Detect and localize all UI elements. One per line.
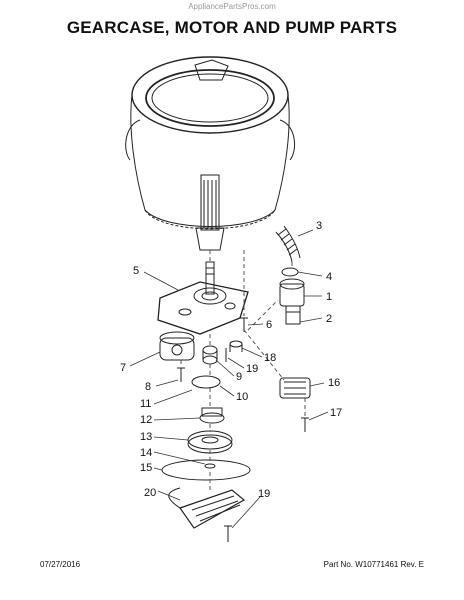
tub-assembly xyxy=(125,56,296,251)
callout-18: 18 xyxy=(264,352,276,364)
callout-14: 14 xyxy=(140,447,152,459)
callout-3: 3 xyxy=(316,220,322,232)
callout-8: 8 xyxy=(145,381,151,393)
watermark: AppliancePartsPros.com xyxy=(188,2,276,11)
callout-4: 4 xyxy=(326,271,332,283)
screw-6 xyxy=(240,317,248,332)
callout-9: 9 xyxy=(236,371,242,383)
callout-6: 6 xyxy=(266,319,272,331)
screw-18 xyxy=(229,340,243,352)
drive-motor xyxy=(159,331,195,361)
callout-10: 10 xyxy=(236,391,248,403)
callout-12: 12 xyxy=(140,414,152,426)
screw-19b xyxy=(224,525,232,542)
gearcase xyxy=(157,261,249,335)
belt-ring xyxy=(191,375,221,389)
pulley xyxy=(187,430,233,454)
shift-actuator xyxy=(279,377,311,399)
page-title: GEARCASE, MOTOR AND PUMP PARTS xyxy=(66,18,398,37)
drain-hose xyxy=(275,225,301,263)
coupling xyxy=(202,345,218,365)
screw-17 xyxy=(301,417,309,432)
clamp-12 xyxy=(199,412,225,424)
washer xyxy=(204,463,216,469)
screw-8 xyxy=(177,367,185,382)
base-plate xyxy=(168,487,246,529)
callout-7: 7 xyxy=(120,362,126,374)
callout-16: 16 xyxy=(328,377,340,389)
callout-19-lower: 19 xyxy=(258,488,270,500)
callout-2: 2 xyxy=(326,313,332,325)
callout-11: 11 xyxy=(140,398,151,410)
callout-5: 5 xyxy=(133,265,139,277)
callout-15: 15 xyxy=(140,462,152,474)
alignment-lines xyxy=(180,250,306,492)
belt xyxy=(161,459,251,481)
callout-1: 1 xyxy=(326,291,332,303)
callout-19-upper: 19 xyxy=(246,363,258,375)
leader-lines xyxy=(129,229,329,529)
drain-pump xyxy=(279,278,305,325)
clamp-12-body xyxy=(201,407,223,417)
callout-17: 17 xyxy=(330,407,342,419)
footer-part-number: Part No. W10771461 Rev. E xyxy=(323,560,424,569)
hose-clamp xyxy=(281,267,299,277)
callout-13: 13 xyxy=(140,431,152,443)
footer-date: 07/27/2016 xyxy=(40,560,81,569)
callout-20: 20 xyxy=(144,487,156,499)
